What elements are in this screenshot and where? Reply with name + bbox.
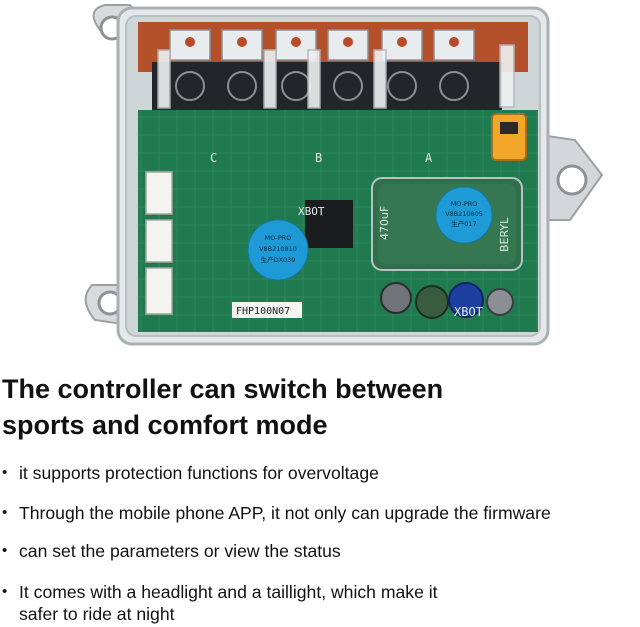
feature-text-continued: safer to ride at night: [19, 604, 175, 624]
bullet-dot: •: [2, 464, 8, 481]
sticker-left-line2: V8B210810: [259, 245, 297, 253]
headline: The controller can switch between sports…: [2, 371, 632, 443]
sticker-left-line1: MO-PRO: [265, 234, 292, 242]
silk-a: A: [425, 151, 433, 165]
bullet-dot: •: [2, 542, 8, 559]
sticker-left-line3: 生产DX039: [261, 255, 296, 264]
board-model: FHP100N07: [236, 306, 290, 317]
silk-c: C: [210, 151, 217, 165]
controller-photo: C B A XBOT MO-PRO V8B210810 生产DX039 470u…: [84, 4, 604, 346]
feature-text: it supports protection functions for ove…: [19, 463, 379, 483]
headline-line1: The controller can switch between: [2, 374, 444, 404]
capacitor-brand: BERYL: [498, 217, 511, 252]
sticker-right-line1: MO-PRO: [451, 200, 478, 208]
headline-line2: sports and comfort mode: [2, 410, 328, 440]
board-brand: XBOT: [298, 205, 325, 218]
sticker-right-line3: 生产017: [451, 219, 476, 228]
bullet-dot: •: [2, 504, 8, 521]
feature-text: Through the mobile phone APP, it not onl…: [19, 503, 551, 523]
capacitor-value: 470uF: [378, 206, 391, 240]
board-brand-small: XBOT: [454, 305, 483, 319]
feature-text: can set the parameters or view the statu…: [19, 541, 341, 561]
silk-b: B: [315, 151, 322, 165]
sticker-right-line2: V8B210805: [445, 210, 483, 218]
bullet-dot: •: [2, 583, 8, 600]
feature-text: It comes with a headlight and a tailligh…: [19, 582, 438, 602]
